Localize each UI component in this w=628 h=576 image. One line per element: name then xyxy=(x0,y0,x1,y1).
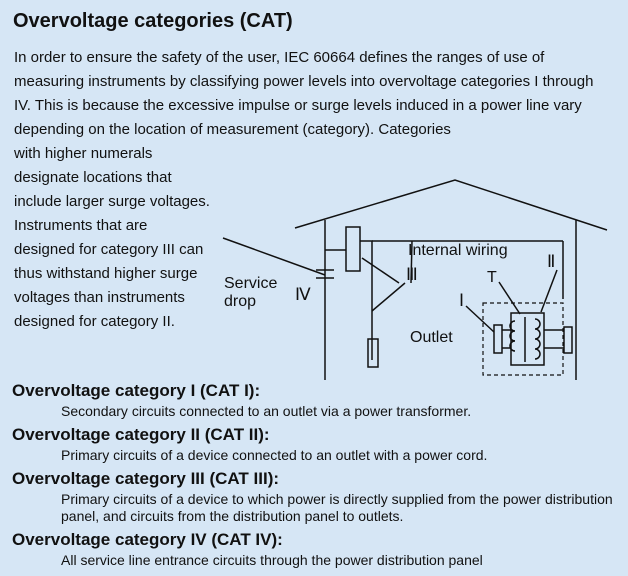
category-description: Secondary circuits connected to an outle… xyxy=(61,403,472,419)
house-wiring-diagram: Service drop Internal wiring Outlet T Ⅳ … xyxy=(222,179,608,380)
category-ii-marker: Ⅱ xyxy=(547,252,555,271)
pointer-line xyxy=(465,305,495,333)
pointer-line xyxy=(498,281,521,315)
pointer-line xyxy=(540,269,558,313)
transformer-secondary-coil xyxy=(534,318,541,360)
pointer-line xyxy=(410,240,413,284)
device-enclosure xyxy=(482,302,564,376)
transformer-primary-coil xyxy=(509,320,516,352)
outlet-label: Outlet xyxy=(410,329,453,346)
internal-wiring-line xyxy=(360,240,373,360)
secondary-terminal xyxy=(493,324,503,354)
pointer-line xyxy=(361,257,400,284)
primary-terminal xyxy=(563,326,573,354)
distribution-panel xyxy=(345,226,361,272)
category-iii-marker: Ⅲ xyxy=(406,265,418,284)
intro-paragraph: In order to ensure the safety of the use… xyxy=(14,49,594,138)
category-i-marker: Ⅰ xyxy=(459,291,464,310)
transformer-label: T xyxy=(487,269,497,286)
category-description: All service line entrance circuits throu… xyxy=(61,552,483,568)
category-heading: Overvoltage category II (CAT II): xyxy=(12,425,270,444)
category-heading: Overvoltage category III (CAT III): xyxy=(12,469,280,488)
category-description: Primary circuits of a device to which po… xyxy=(61,491,613,524)
category-heading: Overvoltage category I (CAT I): xyxy=(12,381,261,400)
category-heading: Overvoltage category IV (CAT IV): xyxy=(12,530,283,549)
category-description: Primary circuits of a device connected t… xyxy=(61,447,488,463)
service-drop-line xyxy=(222,237,326,276)
category-iv-marker: Ⅳ xyxy=(295,285,311,304)
internal-wiring-label: Internal wiring xyxy=(408,242,508,259)
page-title: Overvoltage categories (CAT) xyxy=(13,10,293,32)
category-list: Overvoltage category I (CAT I): Secondar… xyxy=(12,381,618,574)
side-paragraph: with higher numerals designate locations… xyxy=(14,145,210,330)
pointer-line xyxy=(371,282,406,312)
service-drop-label: Service xyxy=(224,275,277,292)
outlet-box xyxy=(367,338,379,368)
service-drop-label: drop xyxy=(224,293,256,310)
roof-outline xyxy=(294,179,608,231)
